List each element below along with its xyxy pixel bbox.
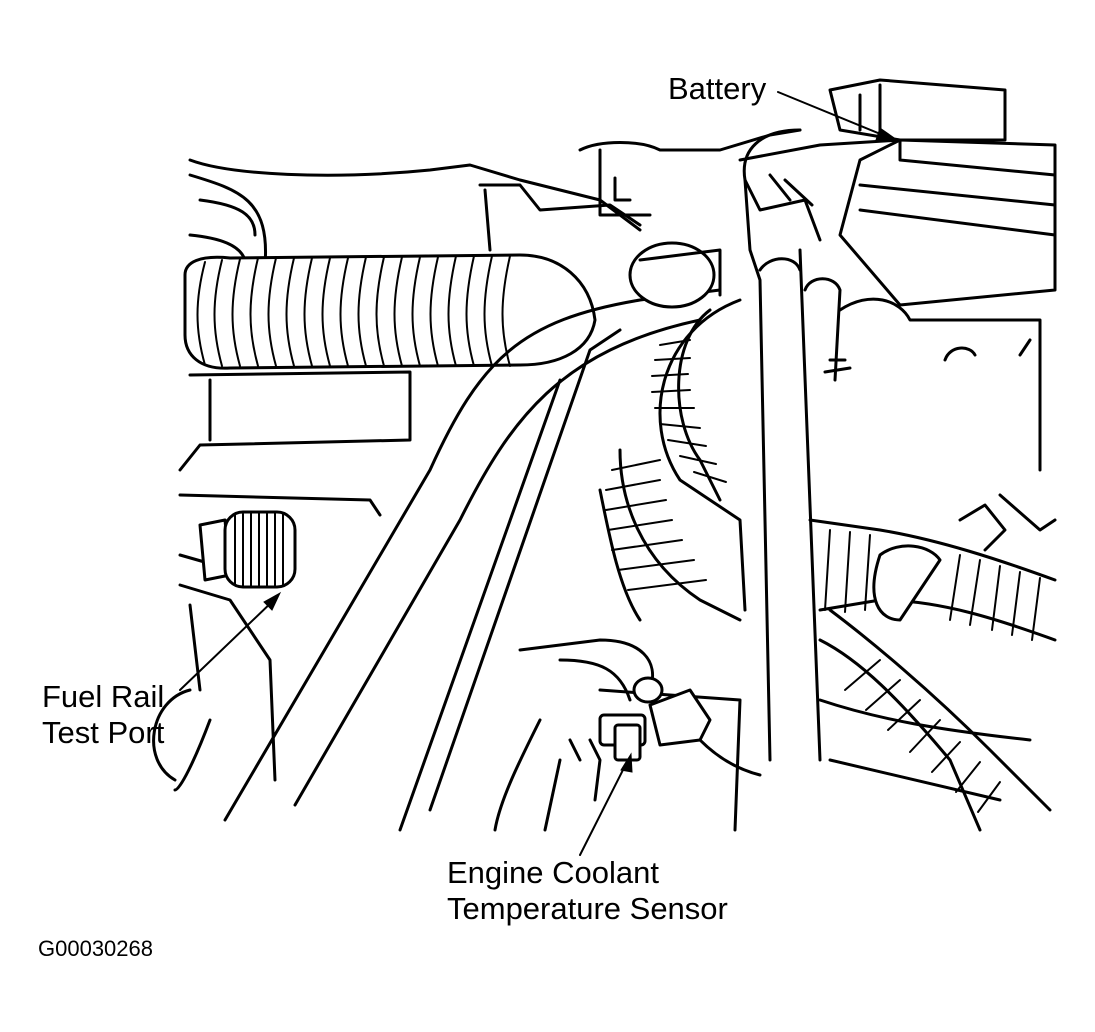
wiring-harness — [598, 298, 1057, 832]
fuel-rail-test-port — [198, 510, 297, 589]
fuel-rail-label-line2: Test Port — [42, 715, 165, 750]
fuel-rail-label-line1: Fuel Rail — [42, 679, 165, 714]
battery-cables — [738, 128, 902, 762]
coolant-sensor — [568, 688, 762, 802]
leader-lines — [179, 91, 902, 856]
fuel-rail-arrowhead — [263, 591, 282, 611]
battery-label: Battery — [668, 71, 767, 106]
ect-label-line2: Temperature Sensor — [447, 891, 728, 926]
battery — [823, 78, 1057, 472]
lower-engine — [493, 638, 1032, 832]
battery-arrowhead — [875, 127, 902, 143]
ect-label-line1: Engine Coolant — [447, 855, 659, 890]
figure-id: G00030268 — [38, 936, 153, 961]
intake-plenum — [188, 128, 802, 267]
diagonal-hose — [223, 241, 722, 832]
ect-arrowhead — [620, 752, 633, 773]
air-intake-hose — [183, 253, 597, 370]
